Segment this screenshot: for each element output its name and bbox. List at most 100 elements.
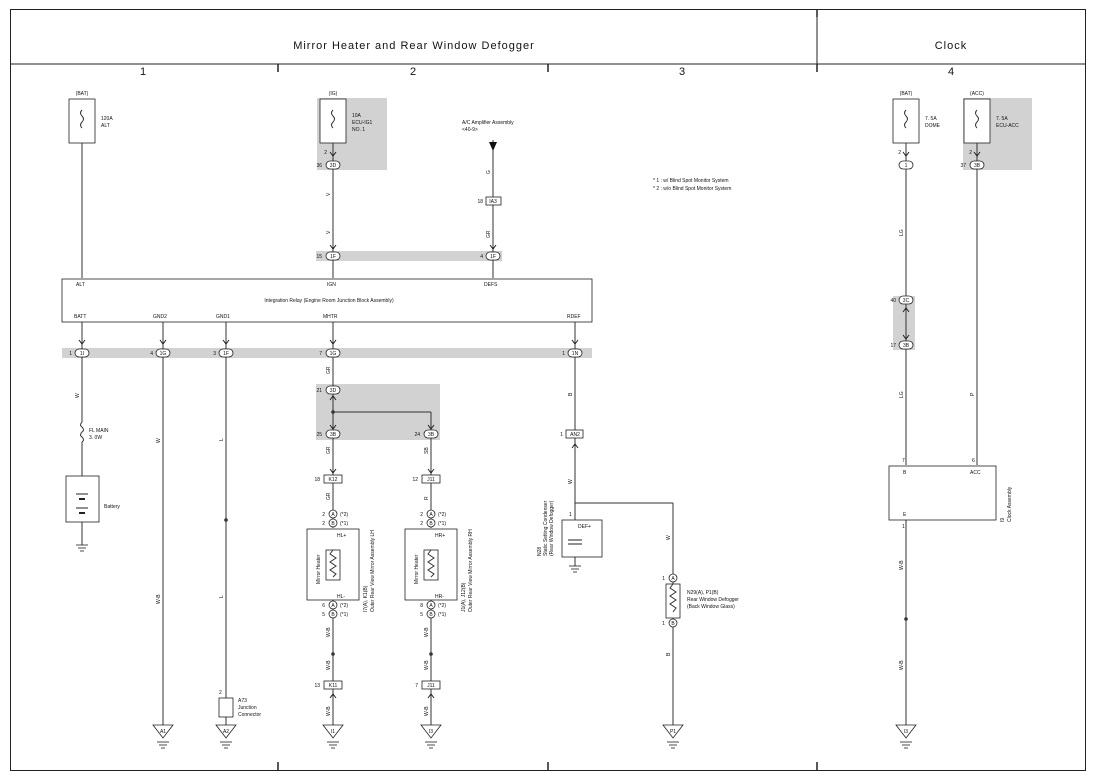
ground-p1: P1 (662, 724, 684, 749)
svg-text:1F: 1F (223, 351, 229, 357)
svg-text:MHTR: MHTR (323, 314, 338, 320)
connector-k12: K12 18 (314, 474, 343, 484)
svg-text:I1: I1 (331, 729, 335, 735)
svg-text:(*2): (*2) (438, 603, 446, 609)
svg-text:(Rear Window Defogger): (Rear Window Defogger) (549, 500, 555, 556)
svg-text:LG: LG (899, 391, 905, 398)
svg-text:40: 40 (890, 298, 896, 304)
connector-j11-bottom: J11 7 (415, 680, 441, 690)
svg-text:(IG): (IG) (329, 91, 338, 97)
column-number: 3 (679, 66, 685, 78)
battery: Battery (65, 475, 120, 523)
section-title-clock: Clock (935, 40, 968, 52)
svg-text:Outer Rear View Mirror Assembl: Outer Rear View Mirror Assembly RH (468, 529, 474, 612)
svg-text:RDEF: RDEF (567, 314, 581, 320)
svg-text:(*1): (*1) (340, 612, 348, 618)
svg-text:3B: 3B (330, 432, 337, 438)
connector-j11: J11 12 (412, 474, 441, 484)
fuse-alt: (BAT) 120A ALT (68, 91, 113, 144)
svg-text:W: W (75, 393, 81, 398)
svg-text:2: 2 (219, 690, 222, 696)
svg-text:2: 2 (420, 521, 423, 527)
svg-text:A2: A2 (223, 729, 229, 735)
svg-text:1F: 1F (490, 254, 496, 260)
connector-k11: K11 13 (314, 680, 343, 690)
svg-text:1N: 1N (572, 351, 579, 357)
integration-relay: ALT IGN DEFS Integration Relay (Engine R… (61, 278, 593, 323)
svg-text:LG: LG (899, 229, 905, 236)
svg-text:2: 2 (322, 512, 325, 518)
connector-an2: AN2 1 (560, 429, 584, 439)
svg-text:Battery: Battery (104, 504, 120, 510)
svg-text:SB: SB (424, 447, 430, 454)
svg-text:HL+: HL+ (337, 533, 346, 539)
svg-text:4: 4 (480, 254, 483, 260)
svg-text:2: 2 (322, 521, 325, 527)
svg-text:2: 2 (969, 150, 972, 156)
svg-text:W-B: W-B (899, 660, 905, 670)
svg-text:7: 7 (902, 458, 905, 464)
svg-text:B: B (429, 521, 433, 527)
svg-text:12: 12 (412, 477, 418, 483)
svg-text:18: 18 (477, 199, 483, 205)
column-number: 1 (140, 66, 146, 78)
svg-text:1G: 1G (330, 351, 337, 357)
svg-text:(*1): (*1) (340, 521, 348, 527)
svg-text:HL-: HL- (337, 594, 345, 600)
svg-text:GR: GR (326, 492, 332, 500)
svg-text:ACC: ACC (970, 470, 981, 476)
svg-text:HR-: HR- (435, 594, 444, 600)
svg-text:Mirror Heater: Mirror Heater (414, 554, 420, 584)
svg-text:1: 1 (662, 621, 665, 627)
wire-labels: V V G GR W W L L W-B GR GR SB GR R W-B W… (75, 170, 976, 716)
svg-text:2: 2 (324, 150, 327, 156)
svg-text:GR: GR (326, 366, 332, 374)
svg-text:3B: 3B (428, 432, 435, 438)
svg-text:GND2: GND2 (153, 314, 167, 320)
fuse-dome: (BAT) 7. 5A DOME (892, 91, 941, 144)
connector-ia3: IA3 18 (477, 196, 502, 206)
svg-text:2: 2 (420, 512, 423, 518)
svg-text:3C: 3C (903, 298, 910, 304)
svg-text:W: W (568, 479, 574, 484)
svg-text:7: 7 (415, 683, 418, 689)
svg-text:NO. 1: NO. 1 (352, 127, 365, 133)
svg-text:DOME: DOME (925, 123, 941, 129)
svg-text:3. 0W: 3. 0W (89, 435, 102, 441)
svg-text:Connector: Connector (238, 712, 261, 718)
svg-text:13: 13 (314, 683, 320, 689)
fuse-ecu-acc: (ACC) 7. 5A ECU-ACC (963, 91, 1019, 144)
svg-text:(Back Window Glass): (Back Window Glass) (687, 604, 735, 610)
svg-text:8: 8 (420, 603, 423, 609)
svg-text:25: 25 (316, 432, 322, 438)
svg-text:W-B: W-B (424, 627, 430, 637)
svg-text:W: W (156, 438, 162, 443)
rear-window-defogger: A 1 B 1 N29(A), P1(B) Rear Window Defogg… (662, 573, 739, 628)
svg-text:36: 36 (316, 163, 322, 169)
static-setting-condenser: DEF+ 1 N28 Static Setting Condenser (Rea… (537, 500, 603, 558)
svg-text:J1(A), J12(B): J1(A), J12(B) (461, 582, 467, 612)
svg-text:1G: 1G (160, 351, 167, 357)
svg-text:B: B (331, 521, 335, 527)
svg-text:(BAT): (BAT) (76, 91, 89, 97)
svg-text:1: 1 (562, 351, 565, 357)
clock-assembly: 7 6 B ACC E 1 I9 Clock Assembly (888, 458, 1013, 530)
svg-text:<40-9>: <40-9> (462, 127, 478, 133)
svg-text:ECU-IG1: ECU-IG1 (352, 120, 373, 126)
svg-text:I3: I3 (429, 729, 433, 735)
svg-text:(*1): (*1) (438, 612, 446, 618)
svg-text:(BAT): (BAT) (900, 91, 913, 97)
svg-text:IA3: IA3 (489, 199, 497, 205)
svg-text:5: 5 (420, 612, 423, 618)
ground-a1: A1 (152, 724, 174, 749)
svg-text:AN2: AN2 (570, 432, 580, 438)
svg-text:2: 2 (898, 150, 901, 156)
svg-text:A: A (331, 512, 335, 518)
svg-text:Junction: Junction (238, 705, 257, 711)
svg-text:37: 37 (960, 163, 966, 169)
svg-text:J11: J11 (427, 477, 435, 483)
svg-text:1: 1 (569, 512, 572, 518)
ground-i1: I1 (322, 724, 344, 749)
junction-connector-a73: 2 A73 Junction Connector (218, 690, 261, 718)
